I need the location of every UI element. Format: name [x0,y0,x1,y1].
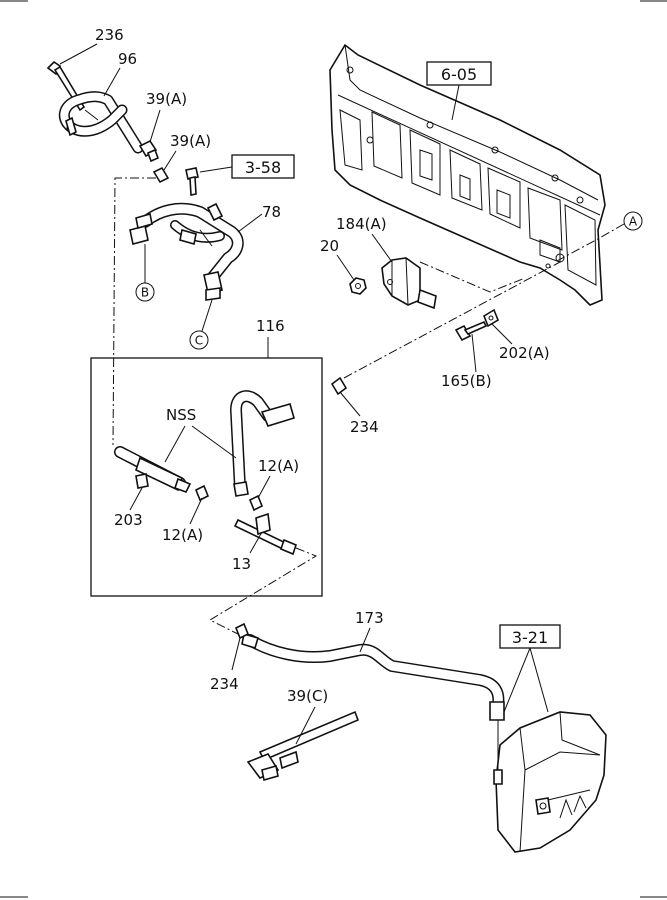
dash-leader-234 [343,261,561,379]
bracket-184a-icon [381,257,437,310]
nut-20-icon [349,277,367,295]
dash-leader-tee [208,547,318,635]
leader-236 [59,43,98,65]
clip-39a-upper-icon [138,139,160,163]
bolt-165b-icon [454,320,488,342]
hose-173-icon [241,632,505,721]
clip-12a-left-icon [194,484,210,502]
callout-358: 3-58 [245,158,281,177]
leader-20 [336,254,355,281]
leader-c [201,299,213,332]
leader-12a-right [257,475,271,499]
washer-202a-icon [483,308,499,328]
leader-234-bot [231,637,241,671]
callout-39a-2: 39(A) [170,132,211,150]
nss-hose-icon [114,390,295,497]
leader-321-a [503,647,531,713]
hose-96-icon [58,91,144,154]
callout-nss: NSS [166,406,196,424]
callout-circle-b: B [141,286,149,300]
callout-circle-c: C [195,334,203,348]
leader-nss-2 [191,425,237,459]
washer-tank-icon [493,711,607,853]
callout-236-top: 236 [95,26,124,44]
callout-234-bot: 234 [210,675,239,693]
leader-234-mid [339,391,361,417]
clip-234-mid-icon [330,376,348,396]
ref-box-358 [231,154,295,179]
leader-39c [295,706,316,745]
clip-234-bottom-icon [234,622,250,640]
callout-321: 3-21 [512,628,548,647]
dash-leader-a [554,223,625,263]
leader-78 [237,213,263,233]
bolt-358-icon [185,167,199,196]
ref-circle-a-icon [623,211,643,231]
leader-39a-2 [163,150,177,171]
callout-12a-right: 12(A) [258,457,299,475]
cap-203-icon [135,473,149,489]
leader-96 [103,67,121,97]
callout-165b: 165(B) [441,372,492,390]
leader-184a [371,233,393,263]
leader-39a-1 [149,109,161,143]
leader-203 [129,487,143,511]
callout-78: 78 [262,203,281,221]
leader-321-b [529,647,549,713]
callout-20: 20 [320,237,339,255]
callout-39a-1: 39(A) [146,90,187,108]
callout-39c: 39(C) [287,687,328,705]
callout-13: 13 [232,555,251,573]
ref-circle-b-icon [135,282,155,302]
hose-78-icon [129,202,244,301]
dash-panel-icon [329,43,606,306]
callout-202a: 202(A) [499,344,550,362]
leader-358 [199,166,233,173]
leader-12a-left [189,497,203,525]
callout-116: 116 [256,317,285,335]
callout-234-mid: 234 [350,418,379,436]
leader-202a [491,323,513,345]
group-box-116 [90,357,323,597]
leader-nss-1 [164,425,186,463]
callout-203: 203 [114,511,143,529]
tee-joint-13-icon [233,512,297,556]
dash-leader-184a [419,261,526,293]
clamp-39c-icon [246,710,360,782]
callout-circle-a: A [629,215,638,229]
ref-circle-c-icon [189,330,209,350]
leader-165b [471,333,477,373]
callout-173: 173 [355,609,384,627]
dash-leader-top [112,177,156,446]
clip-39a-lower-icon [152,166,170,184]
callout-12a-left: 12(A) [162,526,203,544]
leader-605 [451,84,460,121]
leader-13 [249,531,263,554]
clip-12a-right-icon [248,494,264,512]
callout-184a: 184(A) [336,215,387,233]
callout-96: 96 [118,50,137,68]
leader-173 [359,627,371,653]
callout-605: 6-05 [441,65,477,84]
